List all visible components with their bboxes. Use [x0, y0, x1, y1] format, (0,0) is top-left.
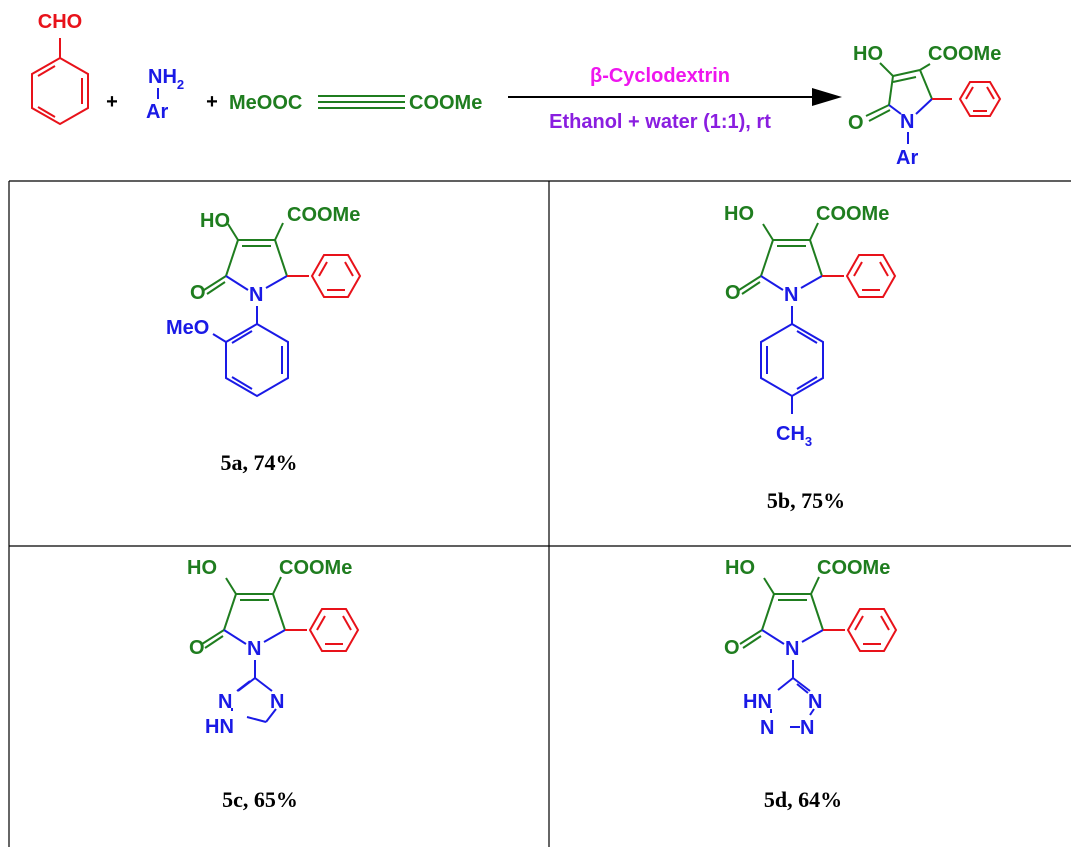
compound-5b: HO COOMe O N CH3 5b, 75% [724, 203, 896, 513]
catalyst-label: β-Cyclodextrin [590, 65, 730, 87]
5c-caption: 5c, 65% [222, 787, 298, 812]
5a-caption: 5a, 74% [221, 450, 298, 475]
5b-o-label: O [725, 282, 741, 304]
5c-coome-label: COOMe [279, 557, 352, 579]
5b-caption: 5b, 75% [767, 488, 845, 513]
5d-hn-label: HN [743, 691, 772, 713]
reaction-equation: CHO + NH2 Ar + MeOOC COOMe β-Cyclodextri… [31, 11, 1001, 169]
5d-ho-label: HO [725, 557, 755, 579]
compound-5a: HO COOMe O N MeO 5a, 74% [166, 204, 361, 475]
product: HO COOMe O N Ar [848, 43, 1001, 169]
5d-n1-label: N [808, 691, 822, 713]
5c-o-label: O [189, 637, 205, 659]
5b-n-label: N [784, 284, 798, 306]
compound-5d: HO COOMe O N HN N N N 5d, 64% [724, 557, 897, 812]
compound-table [8, 180, 1071, 847]
cho-label: CHO [38, 11, 82, 33]
5b-ho-label: HO [724, 203, 754, 225]
meooc-label: MeOOC [229, 92, 302, 114]
5d-o-label: O [724, 637, 740, 659]
compound-5c: HO COOMe O N N N HN 5c, 65% [187, 557, 359, 812]
product-o-label: O [848, 112, 864, 134]
5a-o-label: O [190, 282, 206, 304]
5a-ho-label: HO [200, 210, 230, 232]
5d-n2-label: N [760, 717, 774, 739]
conditions-label: Ethanol + water (1:1), rt [549, 111, 771, 133]
5a-coome-label: COOMe [287, 204, 360, 226]
plus-sign-2: + [206, 91, 218, 113]
5d-caption: 5d, 64% [764, 787, 842, 812]
5d-coome-label: COOMe [817, 557, 890, 579]
product-coome-label: COOMe [928, 43, 1001, 65]
5c-n1-label: N [218, 691, 232, 713]
5c-n-label: N [247, 638, 261, 660]
5c-hn-label: HN [205, 716, 234, 738]
plus-sign-1: + [106, 91, 118, 113]
ar-label: Ar [146, 101, 168, 123]
aryl-amine: NH2 Ar [146, 66, 184, 123]
nh-label: NH2 [148, 66, 184, 92]
reaction-arrow [508, 88, 842, 106]
5d-n3-label: N [800, 717, 814, 739]
5c-ho-label: HO [187, 557, 217, 579]
5c-n2-label: N [270, 691, 284, 713]
product-ar-label: Ar [896, 147, 918, 169]
5d-n-label: N [785, 638, 799, 660]
dmad: MeOOC COOMe [229, 92, 482, 114]
coome-label: COOMe [409, 92, 482, 114]
5a-n-label: N [249, 284, 263, 306]
5a-meo-label: MeO [166, 317, 209, 339]
5b-ch3-label: CH3 [776, 423, 812, 449]
5b-coome-label: COOMe [816, 203, 889, 225]
benzaldehyde [31, 38, 89, 126]
product-ho-label: HO [853, 43, 883, 65]
product-n-label: N [900, 111, 914, 133]
